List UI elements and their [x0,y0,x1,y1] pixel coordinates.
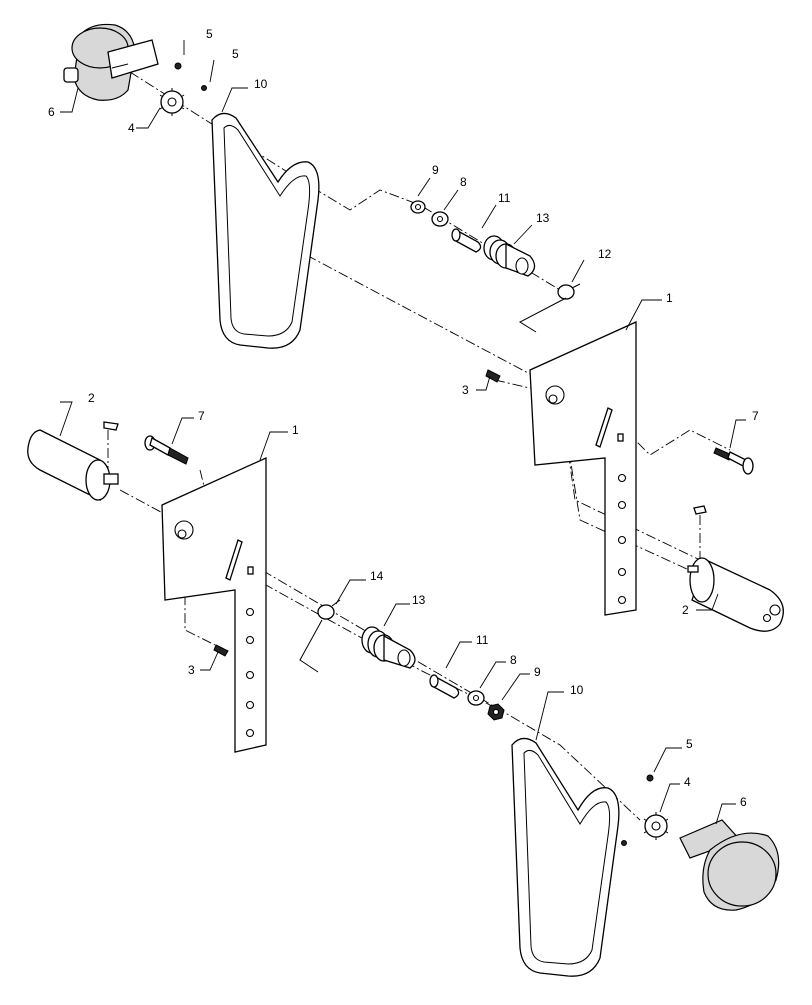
callout-13-top: 13 [536,211,550,225]
bolt-7-bottom [144,435,189,465]
set-screw-top-a [174,62,182,70]
callout-10-bottom: 10 [570,683,584,697]
motor-6-bottom-right [679,819,780,911]
callout-6-top: 6 [48,105,55,119]
callout-2-bottom: 2 [88,391,95,405]
callout-7-top: 7 [752,409,759,423]
callout-5-top-b: 5 [232,47,239,61]
callout-8-bottom: 8 [510,653,517,667]
leader-lines [59,40,746,825]
callout-4-top: 4 [128,121,135,135]
callout-3-bottom: 3 [188,663,195,677]
set-screw-top-b [201,85,207,91]
callout-7-bottom: 7 [198,409,205,423]
callout-2-top: 2 [682,603,689,617]
idler-sprocket-bottom [361,626,416,669]
callout-5-bottom: 5 [686,737,693,751]
callout-9-top: 9 [432,163,439,177]
bolt-7-top [713,447,754,475]
callout-8-top: 8 [460,175,467,189]
callout-4-bottom: 4 [684,775,691,789]
set-screw-bottom-b [621,840,627,846]
nut-top [410,200,426,214]
bolt-3-bottom [213,644,229,657]
sprocket-top-left [159,88,185,116]
bolt-3-top [485,369,501,383]
washer-top [431,211,449,227]
callout-labels: 6 5 5 4 10 9 8 11 13 12 1 3 7 2 2 7 1 3 … [48,27,759,809]
callout-14-bottom: 14 [370,569,384,583]
nut-bottom [487,703,505,721]
callout-12-top: 12 [598,247,612,261]
callout-11-top: 11 [498,191,511,205]
washer-bottom [467,690,485,706]
callout-1-bottom: 1 [292,423,299,437]
callout-5-top-a: 5 [206,27,213,41]
torsion-spring-bottom [299,599,341,673]
callout-3-top: 3 [462,383,469,397]
torsion-spring-top [518,283,581,333]
callout-11-bottom: 11 [476,633,489,647]
callout-10-top: 10 [254,77,268,91]
sprocket-bottom-right [643,812,669,840]
callout-13-bottom: 13 [412,593,426,607]
belt-top [211,112,320,349]
idler-sprocket-top [483,235,536,277]
belt-bottom [511,737,620,977]
motor-top-left [63,23,159,101]
spacer-top [451,228,482,253]
motor-2-top-right [687,505,784,632]
spacer-bottom [429,674,460,699]
callout-9-bottom: 9 [534,665,541,679]
callout-1-top: 1 [666,291,673,305]
set-screw-bottom-a [646,774,654,782]
bracket-top-right [529,320,637,616]
bracket-bottom-left [161,456,267,753]
assembly-lines [107,71,731,821]
callout-6-bottom: 6 [740,795,747,809]
motor-2-bottom-left [27,421,119,502]
